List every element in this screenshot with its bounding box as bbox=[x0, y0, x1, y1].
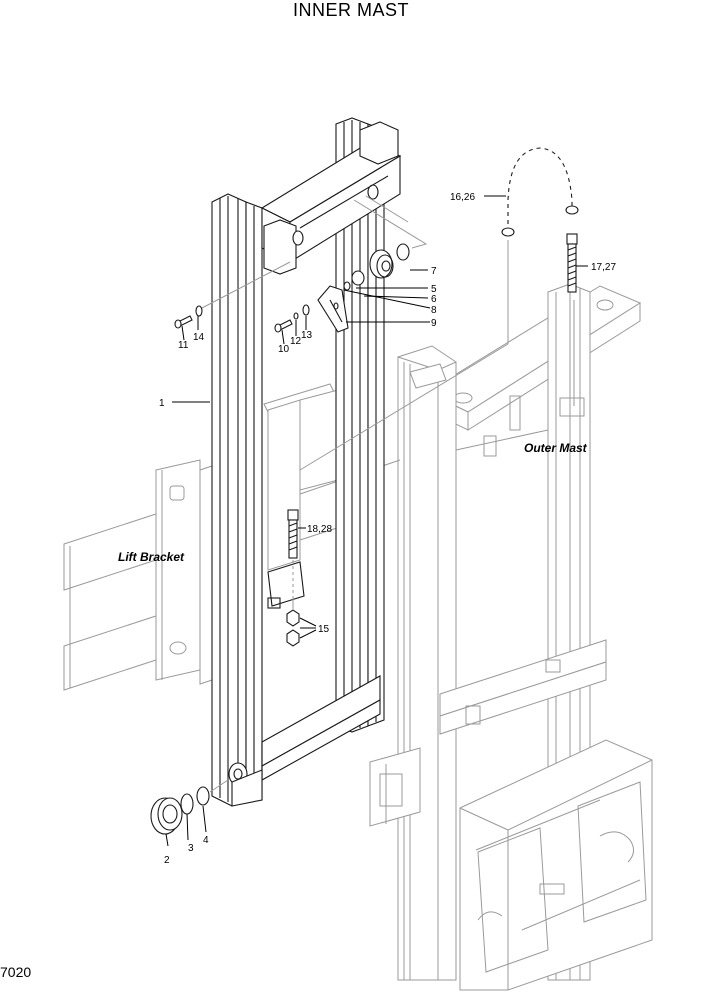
outer-mast-drawing bbox=[369, 283, 653, 991]
callout-2: 2 bbox=[164, 855, 170, 866]
callout-3: 3 bbox=[188, 843, 194, 854]
callout-15: 15 bbox=[318, 624, 330, 635]
callout-1: 1 bbox=[159, 398, 165, 409]
leader-lines bbox=[165, 195, 588, 847]
callout-5: 5 bbox=[431, 284, 437, 295]
bottom-roller-2-3-4 bbox=[150, 779, 229, 835]
lift-bracket-label: Lift Bracket bbox=[118, 550, 185, 564]
callout-8: 8 bbox=[431, 305, 437, 316]
nuts-15 bbox=[286, 596, 300, 647]
callout-14: 14 bbox=[193, 332, 205, 343]
callout-17-27: 17,27 bbox=[591, 262, 616, 273]
callout-10: 10 bbox=[278, 344, 290, 355]
small-bolts bbox=[174, 261, 310, 333]
roller-and-shims bbox=[317, 195, 428, 333]
callout-numbers: 1 2 3 4 5 6 7 8 9 10 11 12 13 14 15 16,2… bbox=[159, 192, 616, 866]
callout-12: 12 bbox=[290, 336, 302, 347]
anchor-bolt-18-28 bbox=[287, 509, 299, 600]
callout-16-26: 16,26 bbox=[450, 192, 475, 203]
callout-18-28: 18,28 bbox=[307, 524, 332, 535]
callout-9: 9 bbox=[431, 318, 437, 329]
anchor-bolt-17-27 bbox=[566, 233, 578, 293]
callout-6: 6 bbox=[431, 294, 437, 305]
page-number: 7020 bbox=[0, 964, 32, 980]
callout-11: 11 bbox=[178, 340, 189, 351]
callout-7: 7 bbox=[431, 266, 437, 277]
lift-bracket-drawing bbox=[63, 383, 401, 691]
outer-mast-label: Outer Mast bbox=[524, 441, 588, 455]
chain-16-26 bbox=[299, 146, 579, 471]
callout-4: 4 bbox=[203, 835, 209, 846]
callout-13: 13 bbox=[301, 330, 313, 341]
diagram-title: INNER MAST bbox=[292, 0, 409, 20]
